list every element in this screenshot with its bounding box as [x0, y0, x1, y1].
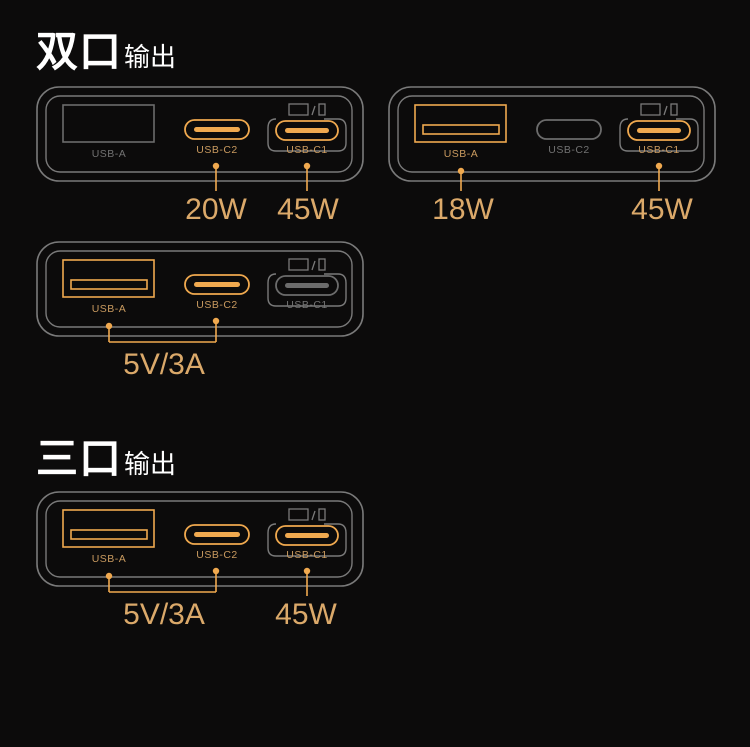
casing-outer: [36, 86, 364, 182]
casing-inner: [45, 250, 353, 328]
usb-c1-indicator-icon: [318, 258, 326, 271]
usb-c1-tongue: [285, 533, 329, 538]
usb-c1-indicator-icon: [640, 103, 661, 116]
usb-c1-indicator-icon: [318, 508, 326, 521]
usb-c1-indicator-slash: [311, 260, 316, 271]
leader-dot: [212, 162, 220, 170]
port-label-c1: USB-C1: [286, 549, 328, 561]
usb-c1-indicator-slash: [311, 105, 316, 116]
port-label-a: USB-A: [92, 148, 127, 160]
usb-c1-tongue: [637, 128, 681, 133]
leader-dot: [212, 567, 220, 575]
casing-inner: [397, 95, 705, 173]
output-value: 45W: [631, 193, 693, 226]
usb-c1-enclosure: [619, 118, 699, 152]
casing-outer: [36, 241, 364, 337]
port-panel-c2-c1: USB-A USB-C2 USB-C1: [36, 86, 366, 216]
section-title-main: 三口: [36, 434, 123, 483]
section-title-suffix: 输出: [124, 43, 177, 73]
usb-c1-port: [627, 120, 691, 141]
usb-c2-port: [536, 119, 602, 140]
port-panel-a-c1: USB-A USB-C2 USB-C1: [388, 86, 718, 216]
casing-outer: [36, 491, 364, 587]
port-label-c2: USB-C2: [196, 144, 238, 156]
casing-inner: [45, 500, 353, 578]
usb-c1-enclosure: [267, 523, 347, 557]
port-label-c1: USB-C1: [638, 144, 680, 156]
usb-c1-enclosure: [267, 273, 347, 307]
port-label-c1: USB-C1: [286, 299, 328, 311]
section-title-dual-port: 双口输出: [36, 18, 176, 79]
usb-c2-port: [184, 274, 250, 295]
usb-c1-indicator-slash: [663, 105, 668, 116]
usb-c1-indicator-slash: [311, 510, 316, 521]
port-panel-a-c2-c1: USB-A USB-C2 USB-C1: [36, 491, 366, 621]
usb-c2-port: [184, 119, 250, 140]
port-label-a: USB-A: [92, 303, 127, 315]
usb-c1-indicator-icon: [670, 103, 678, 116]
port-label-c2: USB-C2: [196, 299, 238, 311]
section-title-main: 双口: [36, 27, 123, 76]
port-label-c2: USB-C2: [548, 144, 590, 156]
output-value: 45W: [275, 598, 337, 631]
port-label-a: USB-A: [444, 148, 479, 160]
output-value: 18W: [432, 193, 494, 226]
leader-dot: [655, 162, 663, 170]
leader-dot: [457, 167, 465, 175]
usb-c1-tongue: [285, 128, 329, 133]
usb-a-port: [62, 509, 155, 548]
usb-a-port: [62, 259, 155, 298]
port-panel-graphic: USB-A USB-C2 USB-C1: [36, 491, 364, 596]
port-panel-graphic: USB-A USB-C2 USB-C1: [388, 86, 716, 191]
output-value: 45W: [277, 193, 339, 226]
port-label-c1: USB-C1: [286, 144, 328, 156]
usb-c1-indicator-icon: [318, 103, 326, 116]
port-panel-group: [36, 86, 364, 191]
output-value: 5V/3A: [123, 598, 205, 631]
usb-c1-indicator-icon: [288, 258, 309, 271]
leader-dot: [105, 572, 113, 580]
output-value: 5V/3A: [123, 348, 205, 381]
port-label-c2: USB-C2: [196, 549, 238, 561]
leader-dot: [303, 162, 311, 170]
usb-c2-tongue: [194, 127, 240, 132]
port-panel-group: [388, 86, 716, 191]
leader-dot: [303, 567, 311, 575]
port-panel-group: [36, 241, 364, 343]
port-panel-graphic: USB-A USB-C2 USB-C1: [36, 86, 364, 191]
section-title-triple-port: 三口输出: [36, 425, 176, 486]
leader-dot: [212, 317, 220, 325]
usb-a-port: [414, 104, 507, 143]
section-title-suffix: 输出: [124, 450, 177, 480]
usb-a-tongue: [70, 279, 148, 290]
usb-c1-enclosure: [267, 118, 347, 152]
usb-c1-port: [275, 275, 339, 296]
usb-c2-tongue: [194, 282, 240, 287]
usb-a-port: [62, 104, 155, 143]
usb-c1-port: [275, 525, 339, 546]
usb-c1-indicator-icon: [288, 508, 309, 521]
usb-c2-port: [184, 524, 250, 545]
port-panel-a-c2: USB-A USB-C2 USB-C1: [36, 241, 366, 371]
usb-a-tongue: [70, 529, 148, 540]
port-label-a: USB-A: [92, 553, 127, 565]
usb-c1-tongue: [285, 283, 329, 288]
casing-inner: [45, 95, 353, 173]
usb-a-tongue: [422, 124, 500, 135]
output-value: 20W: [185, 193, 247, 226]
usb-c1-indicator-icon: [288, 103, 309, 116]
leader-dot: [105, 322, 113, 330]
port-panel-graphic: USB-A USB-C2 USB-C1: [36, 241, 364, 343]
casing-outer: [388, 86, 716, 182]
usb-c1-port: [275, 120, 339, 141]
port-panel-group: [36, 491, 364, 596]
usb-c2-tongue: [194, 532, 240, 537]
